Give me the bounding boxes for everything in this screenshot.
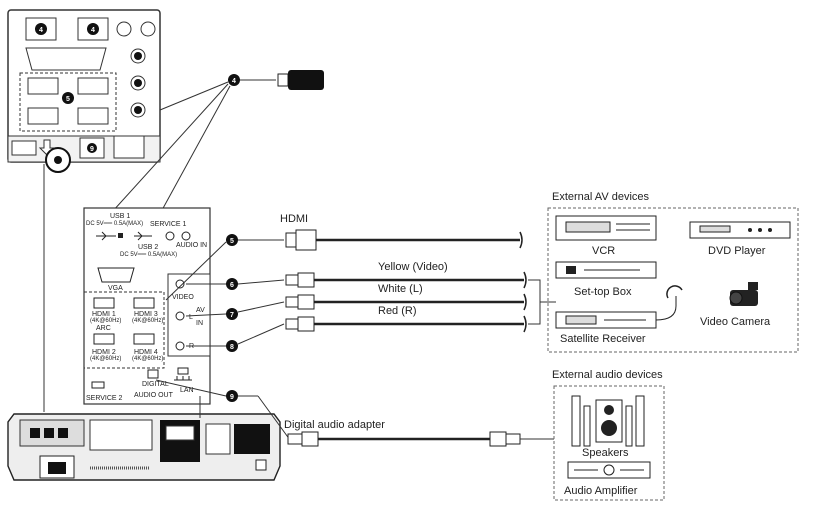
audio-amplifier-icon — [567, 461, 651, 479]
satellite-receiver-icon — [555, 311, 657, 329]
vcr-icon — [555, 215, 657, 241]
satellite-dish-icon — [655, 285, 683, 321]
audio-out-label: AUDIO OUT — [134, 392, 174, 399]
speakers-label: Speakers — [582, 447, 629, 459]
set-top-box-icon — [555, 261, 657, 279]
rear-panel-inset: 4 4 5 9 — [7, 9, 161, 173]
marker-4a: 4 — [39, 27, 43, 34]
digital-audio-cable — [287, 431, 554, 447]
hdmi-cable — [285, 229, 523, 251]
audio-in-label: AUDIO IN — [176, 242, 207, 249]
vga-label: VGA — [108, 285, 123, 292]
set-top-box-label: Set-top Box — [574, 286, 632, 298]
av-label: AV — [196, 307, 205, 314]
white-cable-label: White (L) — [378, 283, 423, 295]
usb1-label: USB 1 — [110, 213, 130, 220]
av-devices-title: External AV devices — [552, 191, 650, 203]
in-label: IN — [196, 320, 203, 327]
rca-white-cable — [285, 293, 527, 311]
marker-9-inset: 9 — [90, 146, 94, 153]
marker-5: 5 — [230, 238, 234, 245]
marker-7: 7 — [230, 312, 234, 319]
usb1-spec: DC 5V══ 0.5A(MAX) — [86, 221, 143, 227]
l-label: L — [189, 314, 193, 321]
io-panel: USB 1 DC 5V══ 0.5A(MAX) SERVICE 1 USB 2 … — [83, 207, 211, 405]
vcr-label: VCR — [592, 245, 615, 257]
video-camera-icon — [729, 282, 758, 306]
hdmi3-label: HDMI 3 — [134, 311, 158, 318]
rca-yellow-cable — [285, 271, 527, 289]
rca-red-cable — [285, 315, 527, 333]
hdmi1-sub2: ARC — [96, 325, 111, 332]
satellite-receiver-label: Satellite Receiver — [560, 333, 646, 345]
video-label: VIDEO — [172, 294, 194, 301]
usb2-label: USB 2 — [138, 244, 158, 251]
service1-label: SERVICE 1 — [150, 221, 187, 228]
usb-stick-icon — [277, 70, 324, 90]
hdmi-cable-label: HDMI — [280, 213, 308, 225]
hdmi1-sub1: (4K@60Hz) — [90, 318, 121, 324]
hdmi3-sub: (4K@60Hz) — [132, 318, 163, 324]
hdmi2-label: HDMI 2 — [92, 349, 116, 356]
video-camera-label: Video Camera — [700, 316, 771, 328]
service2-label: SERVICE 2 — [86, 395, 123, 402]
av-devices-box — [547, 207, 799, 353]
lan-label: LAN — [180, 387, 194, 394]
hdmi4-sub: (4K@60Hz) — [132, 356, 163, 362]
hdmi2-sub: (4K@60Hz) — [90, 356, 121, 362]
speakers-icon — [571, 395, 645, 447]
audio-devices-title: External audio devices — [552, 369, 663, 381]
red-cable-label: Red (R) — [378, 305, 417, 317]
dvd-player-icon — [689, 221, 791, 239]
marker-8: 8 — [230, 344, 234, 351]
yellow-cable-label: Yellow (Video) — [378, 261, 448, 273]
marker-6: 6 — [230, 282, 234, 289]
marker-9: 9 — [230, 394, 234, 401]
marker-5-inset: 5 — [66, 96, 70, 103]
hdmi4-label: HDMI 4 — [134, 349, 158, 356]
marker-4-callout: 4 — [232, 78, 236, 85]
digital-label: DIGITAL — [142, 381, 169, 388]
lan-icon — [174, 367, 192, 381]
projector-body — [7, 413, 281, 481]
marker-4b: 4 — [91, 27, 95, 34]
audio-devices-box — [553, 385, 665, 501]
hdmi1-label: HDMI 1 — [92, 311, 116, 318]
dvd-player-label: DVD Player — [708, 245, 766, 257]
usb2-spec: DC 5V══ 0.5A(MAX) — [120, 252, 177, 258]
digital-audio-label: Digital audio adapter — [284, 419, 385, 431]
audio-amplifier-label: Audio Amplifier — [564, 485, 638, 497]
